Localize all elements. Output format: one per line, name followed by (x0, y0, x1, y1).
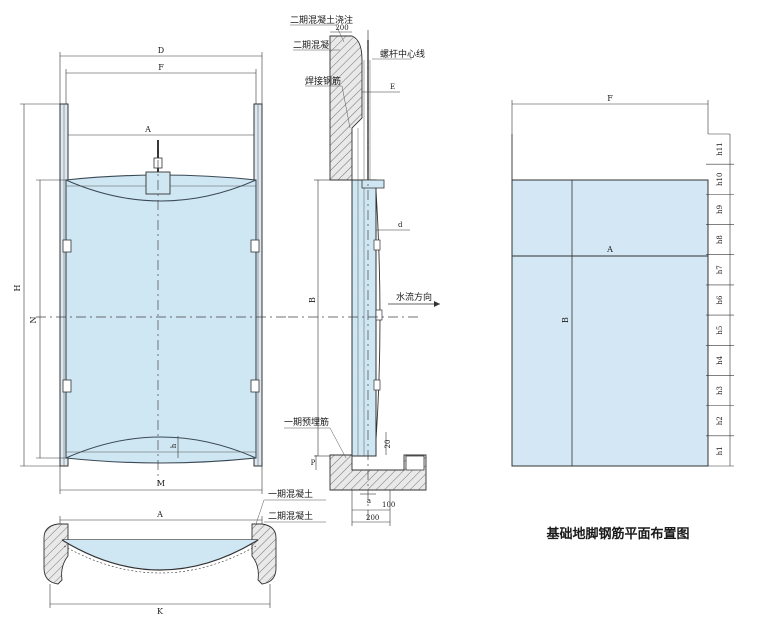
level-labels: h11 h10 h9 h8 h7 h6 h5 h4 h3 h2 h1 (706, 142, 734, 467)
annotation-water-flow: 水流方向 (396, 291, 432, 303)
level-label-h4: h4 (716, 355, 724, 365)
side-wheel (62, 379, 72, 393)
label-n: N (29, 317, 38, 324)
annotation-second-stage-concrete: 二期混凝土 (268, 510, 313, 522)
label-b-right: B (561, 317, 570, 323)
level-label-h3: h3 (716, 386, 724, 395)
level-label-h7: h7 (716, 265, 724, 274)
level-label-h9: h9 (716, 205, 724, 214)
label-a: A (144, 125, 151, 134)
dim-20: 20 (384, 440, 392, 449)
dim-200-bottom: 200 (366, 514, 379, 522)
label-m: M (157, 479, 165, 488)
label-a-right: A (606, 245, 613, 254)
foundation-plan-area (511, 179, 709, 467)
annotation-second-stage-pour: 二期混凝土浇注 (290, 14, 353, 26)
annotation-weld-embed: 焊接钢筋 (305, 75, 341, 87)
side-wheel (250, 239, 260, 253)
annotation-screw-center: 螺杆中心线 (380, 48, 425, 60)
rebar-plan: F A B h11 h10 h9 h8 h7 h6 h5 h4 h3 h2 h1 基础地脚钢筋平面布… (511, 94, 734, 542)
label-a-plan: A (156, 510, 163, 519)
level-label-h1: h1 (716, 446, 724, 455)
side-wheel (62, 239, 72, 253)
level-label-h8: h8 (716, 235, 724, 244)
dim-100: 100 (382, 501, 395, 509)
level-label-h6: h6 (716, 295, 724, 305)
dim-e: E (390, 83, 395, 91)
level-label-h11: h11 (716, 142, 724, 155)
level-label-h5: h5 (716, 326, 724, 335)
right-slot-concrete (251, 523, 277, 585)
gate-leaf (65, 174, 257, 464)
label-h-small: h (170, 443, 178, 448)
annotation-first-stage-embed: 一期预埋筋 (284, 416, 329, 428)
label-h: H (13, 284, 22, 291)
level-label-h2: h2 (716, 416, 724, 425)
plan-view: A 一期混凝土 二期混凝土 K (43, 488, 326, 616)
top-arch (65, 179, 257, 202)
bottom-arch (65, 436, 257, 459)
level-label-h10: h10 (716, 173, 724, 186)
label-k: K (157, 607, 164, 616)
side-view: B 200 E d 二期混凝土浇注 二期混凝 螺杆中心线 焊接钢筋 水流方向 一… (284, 14, 440, 526)
annotation-first-stage-concrete: 一期混凝土 (268, 488, 313, 500)
label-b: B (308, 297, 317, 303)
foundation-concrete (329, 454, 427, 491)
label-f: F (158, 63, 164, 72)
label-d: D (158, 46, 164, 55)
label-f-right: F (607, 94, 613, 103)
dim-p: P (311, 459, 316, 467)
dim-a: a (367, 497, 371, 505)
gate-plan-curve (61, 539, 259, 571)
annotation-second-stage: 二期混凝 (293, 40, 329, 51)
left-slot-concrete (43, 523, 69, 585)
rebar-plan-title: 基础地脚钢筋平面布置图 (545, 526, 689, 542)
front-view: D F A H (13, 46, 286, 494)
side-wheel (250, 379, 260, 393)
dim-200-top: 200 (335, 24, 348, 32)
dim-d: d (398, 221, 403, 229)
